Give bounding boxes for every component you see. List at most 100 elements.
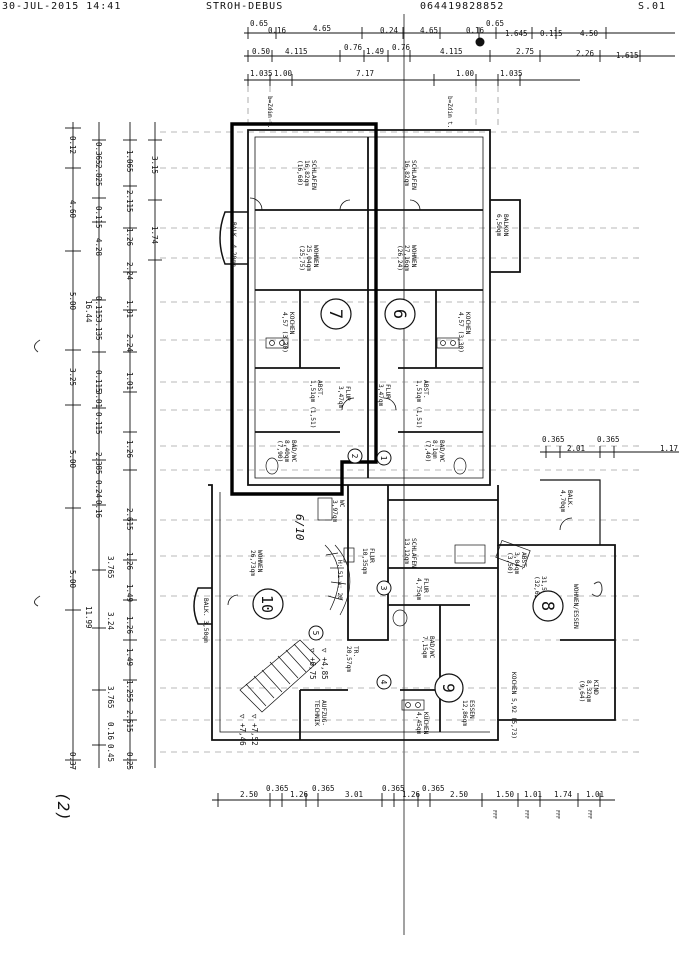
room-area: 6,50qm [495,214,502,237]
fax-sender: STROH-DEBUS [206,1,284,12]
room-area: 13,12qm [403,538,410,564]
level-label: ▽ +7,46 [238,714,247,746]
room-area-alt: (7,90) [276,440,283,462]
room-area: 27,16qm [403,245,410,271]
dim-label: 4.65 [313,24,331,33]
room-area: 10,35qm [361,548,368,574]
room-area-alt: (9,64) [578,680,585,702]
margin-mark: (2) [54,792,73,821]
dim-label: 3.24 [106,612,115,631]
svg-text:KIND8,32qm(9,64): KIND8,32qm(9,64) [578,680,599,703]
dim-label: 3.765 [106,556,115,579]
svg-text:FFF: FFF [491,810,497,819]
dim-label: 0.24 [94,480,103,499]
room-area: 1,51qm (1,51) [309,380,316,428]
top-dimension-labels: 0.65 0.16 4.65 0.24 4.65 0.16 0.65 1.645… [250,19,639,78]
right-dimension-lines [540,446,679,458]
svg-text:ABST.1,51qm (1,51): ABST.1,51qm (1,51) [309,380,323,428]
marker-label: 2 [350,454,359,459]
svg-text:BALKON6,50qm: BALKON6,50qm [495,214,509,237]
dim-label: 2.50 [450,790,469,799]
room-area-alt: (25,75) [298,245,305,271]
dim-label: 0.65 [486,19,504,28]
dim-label: 3.765 [106,686,115,709]
room-name: ESSEN [468,700,475,719]
dim-label: 0.76 [344,43,363,52]
dim-label: 4.28 [94,238,103,257]
room-area-alt: (26,24) [396,245,403,271]
room-name: SCHLAFEN [410,538,417,568]
level-label: ▽ +7,52 [250,714,259,746]
dim-label: 0.16 [466,26,485,35]
dim-label: 0.24 [380,26,399,35]
dim-label: 16.44 [84,300,93,323]
svg-text:FFF: FFF [554,810,560,819]
dim-label: 0.365 [266,784,289,793]
room-area: 4,75qm [415,578,422,601]
apartment-number: 8 [537,601,557,611]
bottom-dimension-lines [212,793,615,807]
svg-text:b=Zdim t.: b=Zdim t. [446,96,453,129]
fax-header: 30-JUL-2015 14:41 STROH-DEBUS 0644198288… [0,0,679,16]
room-name: BALK. 3,50qm [202,598,209,643]
room-area: 4,57 (3,30) [281,312,288,353]
dim-label: 1.065 [125,150,134,173]
marker-label: 5 [311,631,320,636]
svg-text:BALK.4,70qm: BALK.4,70qm [559,490,573,513]
room-name: WOHNEN/ESSEN [572,584,579,629]
svg-text:WOHNEN25,04qm(25,75): WOHNEN25,04qm(25,75) [298,245,319,271]
room-name: WC [338,500,345,508]
room-area: 25,04qm [305,245,312,271]
dim-label: 1.26 [125,228,134,247]
svg-text:WOHNEN/ESSEN31,58qm(32,62): WOHNEN/ESSEN31,58qm(32,62) [533,576,579,629]
room-area-alt: (16,60) [296,160,303,186]
room-name: KOCHEN [464,312,471,335]
svg-text:ABST.1,51qm (1,51): ABST.1,51qm (1,51) [415,380,429,428]
dim-label: 0.16 [106,722,115,741]
room-area: 26,73qm [249,550,256,576]
dim-label: 2.385 [94,452,103,475]
dim-label: 4.60 [68,200,77,219]
room-area: 16,82qm [403,160,410,186]
dim-label: 0.365 [597,435,620,444]
room-area: 4,45qm [415,712,422,735]
room-name: FLUR [368,548,375,563]
svg-text:BAD/WC7,15qm: BAD/WC7,15qm [421,636,435,659]
svg-text:TR.20,57qm: TR.20,57qm [345,646,359,672]
svg-text:KOCHEN4,57 (3,30): KOCHEN4,57 (3,30) [281,312,295,353]
room-area-alt: (32,62) [533,576,540,602]
svg-text:FLUR3,47qm: FLUR3,47qm [377,384,391,407]
dim-label: 1.00 [456,69,475,78]
dim-label: 1.26 [125,616,134,635]
dim-label: 1.17 [660,444,678,453]
room-name: SCHLAFEN [310,160,317,190]
dim-label: 1.26 [290,790,309,799]
dim-label: 0.365 [94,142,103,165]
svg-text:b=Zdim t.: b=Zdim t. [266,96,273,129]
dim-label: 0.16 [94,500,103,519]
dim-label: 4.115 [285,47,308,56]
fixtures [265,337,531,711]
svg-text:FLUR10,35qm: FLUR10,35qm [361,548,375,574]
building-walls [193,129,616,741]
svg-text:WOHNEN27,16qm(26,24): WOHNEN27,16qm(26,24) [396,245,417,271]
dim-label: 0.25 [125,752,134,770]
dim-label: 2.115 [125,190,134,213]
svg-text:AUFZUG-TECHNIK: AUFZUG-TECHNIK [313,700,327,726]
dim-label: 3.15 [150,156,159,174]
axis-marks: b=Zdim t. b=Zdim t. [266,96,453,129]
dim-label: 0.16 [268,26,287,35]
staircase [239,544,351,713]
hand-tick-mark [591,581,603,597]
hand-tick-mark [34,595,41,607]
bottom-axis-marks: FFF FFF FFF FFF [491,810,592,819]
room-name: TECHNIK [313,700,320,726]
svg-text:WOHNEN26,73qm: WOHNEN26,73qm [249,550,263,576]
fax-datetime: 30-JUL-2015 14:41 [2,1,122,12]
dim-label: 1.49 [125,584,134,602]
stair-label: H: 51 w: 20 [336,560,343,600]
room-area: 3,47qm [377,384,384,407]
svg-text:WC3,97qm: WC3,97qm [331,500,345,523]
dim-label: 0.365 [312,784,335,793]
